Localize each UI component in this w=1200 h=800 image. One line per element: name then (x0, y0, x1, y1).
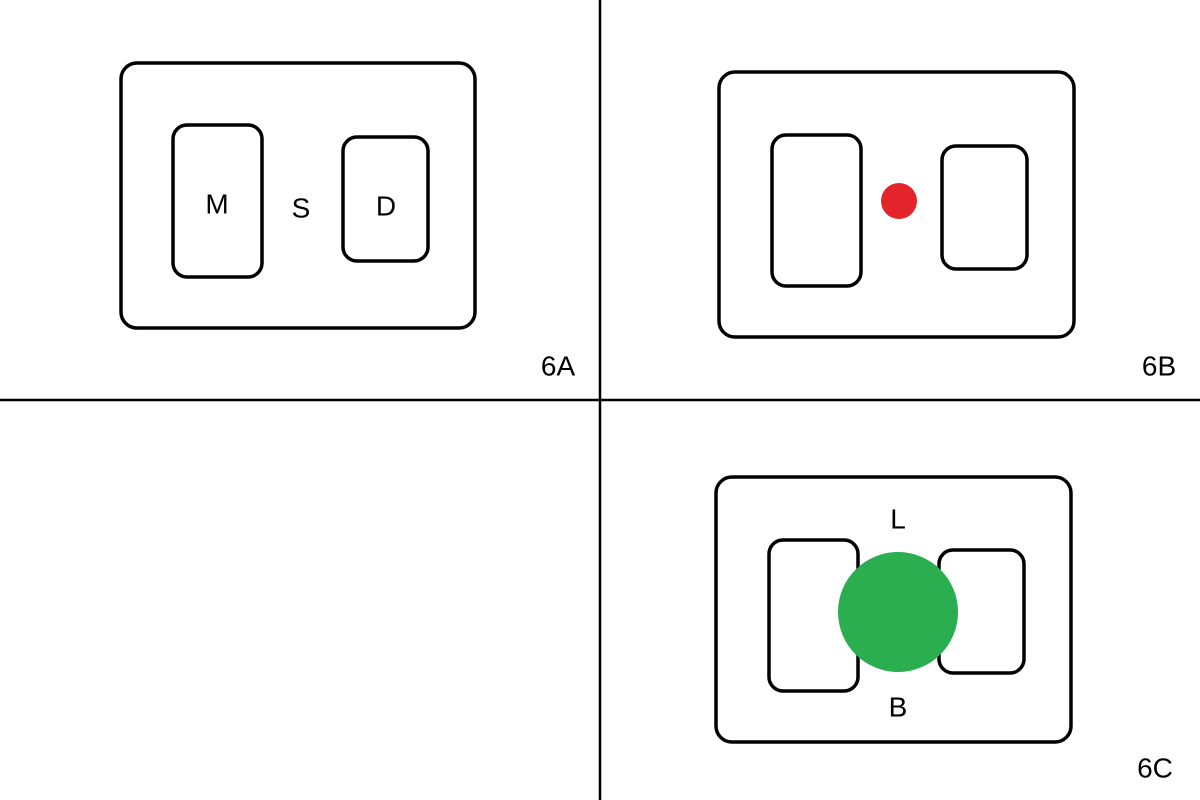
left-box (770, 133, 863, 288)
outer-frame (119, 61, 477, 330)
label-d: D (376, 191, 396, 222)
panel-6a: M S D 6A (119, 61, 576, 382)
outer-frame (717, 70, 1076, 339)
label-s: S (292, 193, 311, 224)
panel-6c: L B 6C (714, 475, 1173, 784)
outer-frame (714, 475, 1073, 744)
panel-label-6c: 6C (1137, 753, 1173, 784)
right-box-d (341, 135, 430, 263)
label-m: M (205, 189, 228, 220)
panel-label-6b: 6B (1142, 351, 1176, 382)
red-dot (881, 183, 917, 219)
right-box (940, 144, 1029, 271)
green-circle (838, 552, 958, 672)
left-box-m (171, 123, 264, 279)
label-l: L (890, 504, 906, 535)
panel-6b: 6B (717, 70, 1176, 382)
label-b: B (889, 692, 908, 723)
panel-label-6a: 6A (541, 351, 576, 382)
